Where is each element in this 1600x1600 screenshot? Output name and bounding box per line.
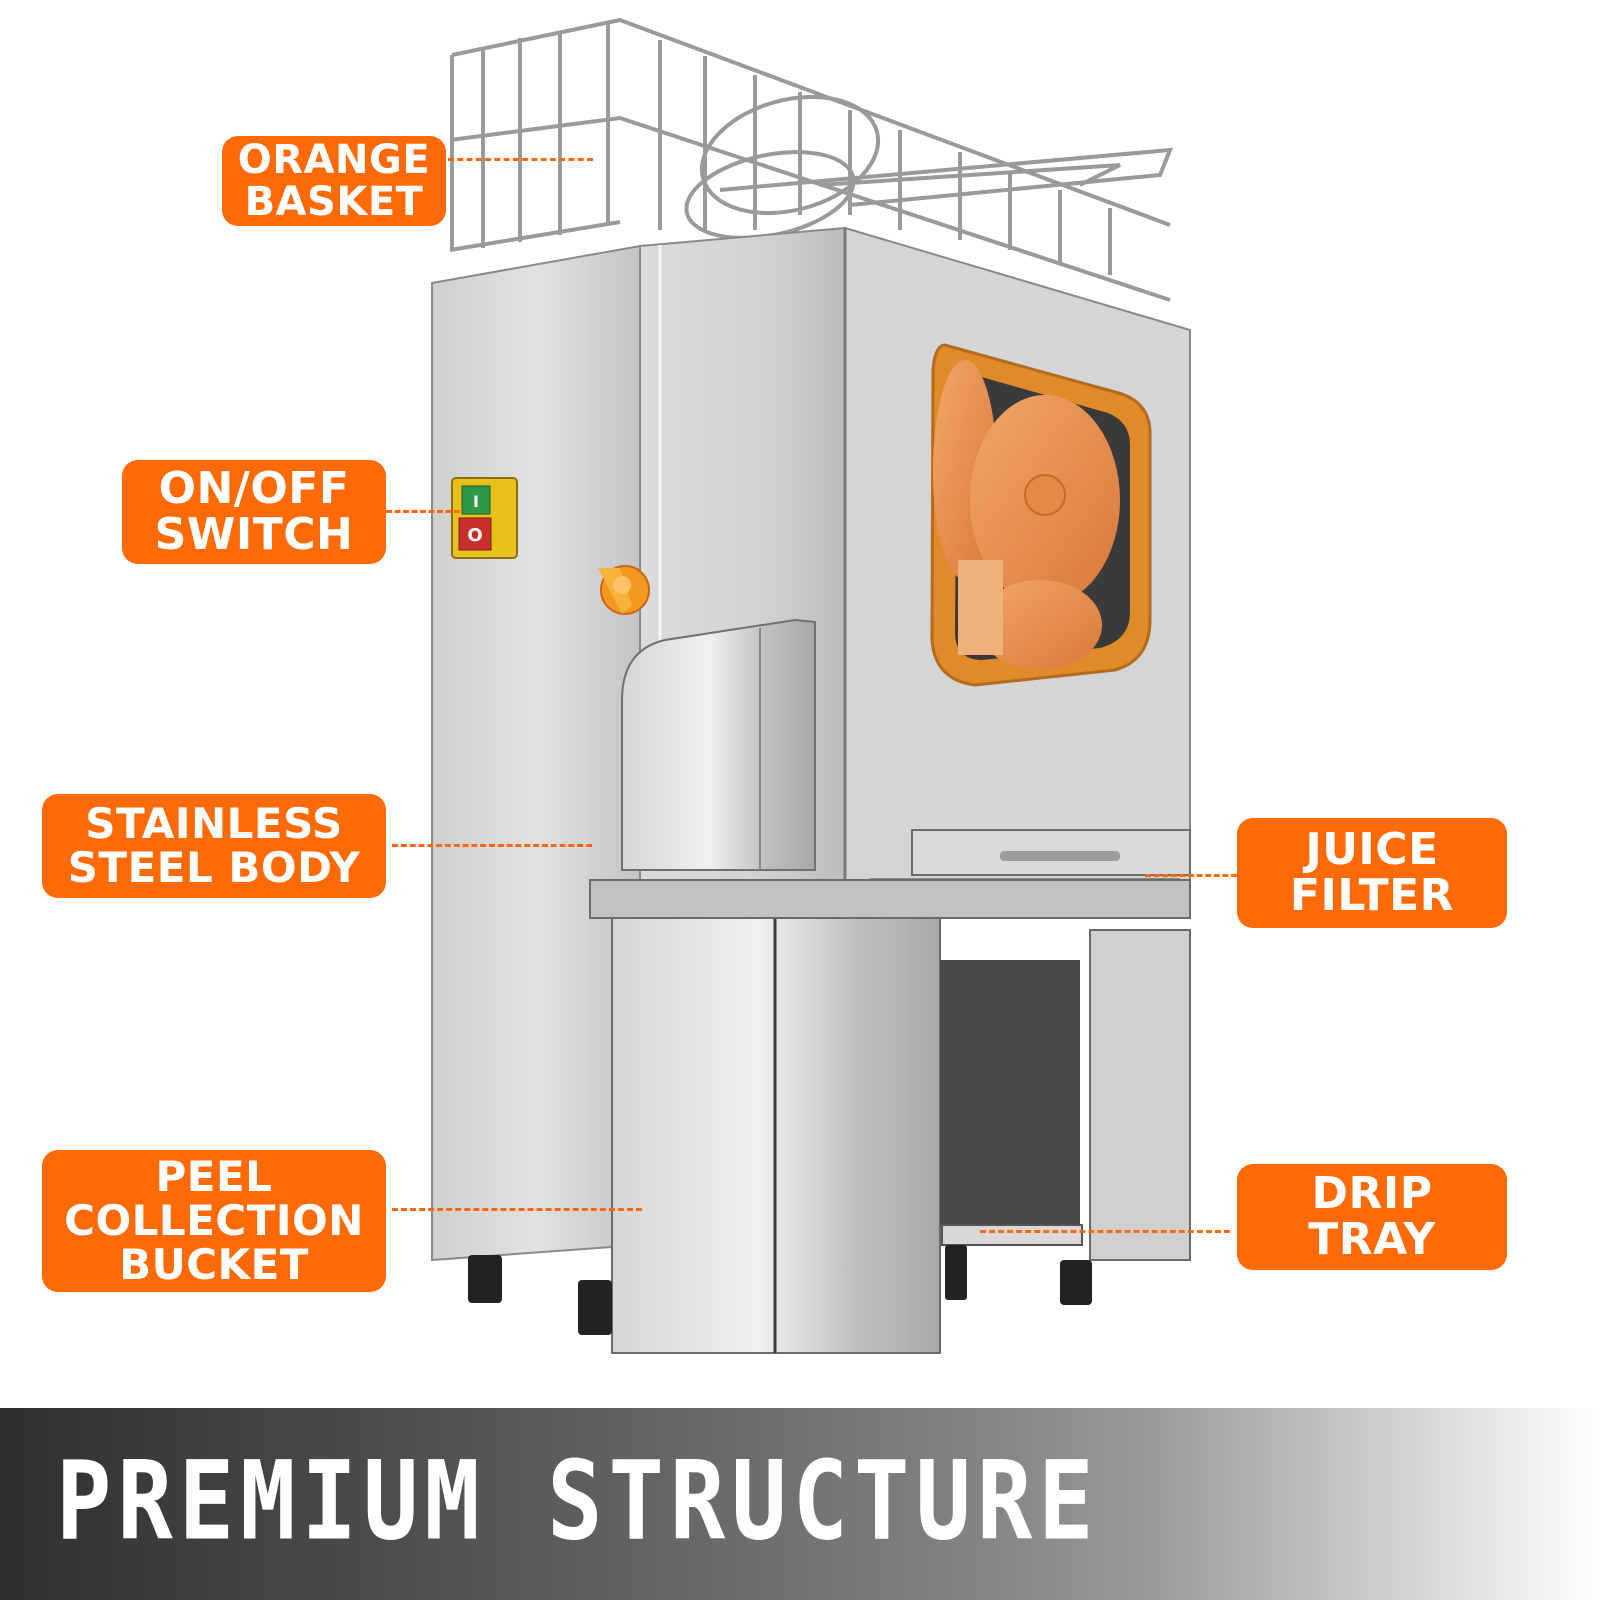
callout-line: DRIP <box>1311 1167 1433 1219</box>
callout-on-off-switch: ON/OFF SWITCH <box>122 460 386 564</box>
callout-line: FILTER <box>1289 870 1455 921</box>
stainless-steel-body-side <box>431 244 641 1262</box>
callout-line: PEEL <box>155 1151 273 1201</box>
callout-drip-tray: DRIP TRAY <box>1237 1164 1507 1270</box>
callout-line: SWITCH <box>154 509 354 560</box>
leader-line-orange-basket <box>448 158 593 161</box>
callout-line: STAINLESS <box>85 798 343 848</box>
callout-orange-basket: ORANGE BASKET <box>222 136 446 226</box>
drip-tray <box>941 1224 1083 1246</box>
wire-basket-icon <box>449 17 1174 302</box>
switch-on-symbol: I <box>473 492 479 511</box>
callout-peel-collection-bucket: PEEL COLLECTION BUCKET <box>42 1150 386 1292</box>
bottom-banner: PREMIUM STRUCTURE <box>0 1408 1600 1600</box>
callout-line: BUCKET <box>119 1240 309 1290</box>
callout-line: JUICE <box>1305 823 1439 875</box>
callout-line: ON/OFF <box>158 462 350 514</box>
callout-line: STEEL BODY <box>67 843 361 892</box>
switch-off-symbol: O <box>467 525 482 546</box>
leader-line-stainless-steel-body <box>392 844 592 847</box>
dispenser-tap-icon <box>598 565 650 615</box>
banner-title: PREMIUM STRUCTURE <box>56 1438 1100 1565</box>
callout-line: COLLECTION <box>64 1195 364 1245</box>
leader-line-on-off-switch <box>386 510 460 513</box>
callout-line: BASKET <box>244 179 424 225</box>
callout-line: TRAY <box>1308 1214 1436 1265</box>
peel-chute-icon <box>621 618 816 871</box>
leader-line-juice-filter <box>1145 874 1237 877</box>
callout-line: ORANGE <box>237 137 431 183</box>
leader-line-peel-collection-bucket <box>392 1208 642 1211</box>
viewing-window-icon <box>930 343 1152 687</box>
on-off-switch-icon: I O <box>451 477 518 559</box>
callout-stainless-steel-body: STAINLESS STEEL BODY <box>42 794 386 898</box>
juicer-machine-illustration: I O <box>431 17 1191 1354</box>
callout-juice-filter: JUICE FILTER <box>1237 818 1507 928</box>
leader-line-drip-tray <box>980 1230 1230 1233</box>
